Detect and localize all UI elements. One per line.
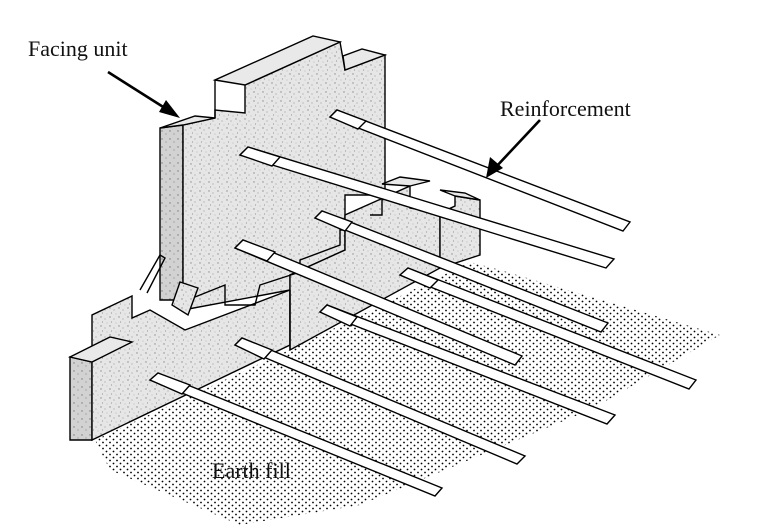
facing-unit-arrow: [107, 70, 180, 118]
earth-fill-ground: [95, 262, 720, 525]
reinforcement-strips: [148, 109, 698, 497]
reinforcement-label: Reinforcement: [500, 96, 631, 121]
reinforcement-arrow: [486, 119, 541, 178]
earth-fill-label: Earth fill: [212, 458, 291, 483]
facing-unit-label: Facing unit: [28, 36, 128, 61]
